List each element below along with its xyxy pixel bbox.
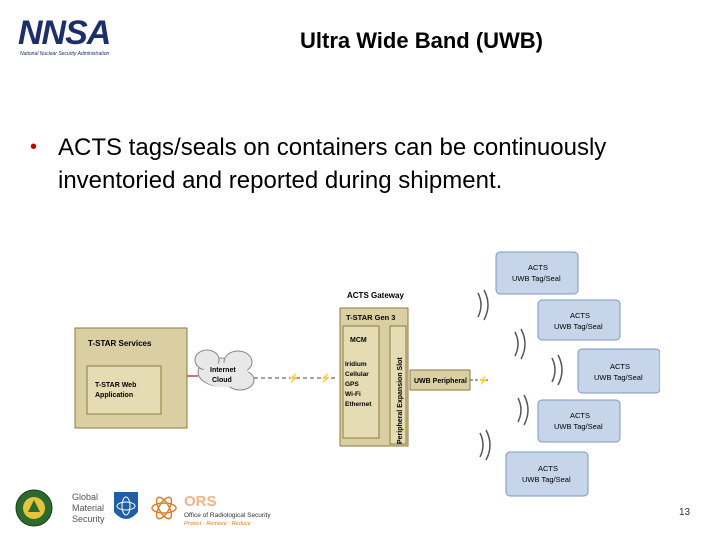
- tag-3-line2: UWB Tag/Seal: [594, 373, 643, 382]
- mcm-box: [342, 325, 380, 439]
- nnsa-logo-subtitle: National Nuclear Security Administration: [20, 51, 110, 57]
- gateway-title: ACTS Gateway: [347, 291, 404, 300]
- tag-3-line1: ACTS: [610, 362, 630, 371]
- ors-line2: Protect · Remove · Reduce: [184, 521, 251, 527]
- tstar-web-label-line2: Application: [95, 392, 133, 399]
- tag-1-line2: UWB Tag/Seal: [512, 274, 561, 283]
- gms-line2: Material: [72, 503, 104, 513]
- comm-iridium: Iridium: [345, 361, 367, 368]
- tag-4-line1: ACTS: [570, 411, 590, 420]
- ors-word: ORS: [184, 493, 217, 510]
- slide-title: Ultra Wide Band (UWB): [300, 28, 544, 53]
- link-icon-2: ⚡: [320, 372, 331, 384]
- gms-line3: Security: [72, 514, 105, 524]
- internet-cloud-icon: [194, 349, 255, 391]
- tag-1-line1: ACTS: [528, 263, 548, 272]
- comm-ethernet: Ethernet: [345, 401, 372, 408]
- tag-2-line1: ACTS: [570, 311, 590, 320]
- comm-wifi: Wi-Fi: [345, 391, 361, 398]
- page-number: 13: [679, 507, 691, 518]
- tstar-web-label-line1: T-STAR Web: [95, 382, 136, 389]
- footer-logos: Global Material Security ORS Office of R…: [15, 489, 271, 527]
- tag-4-line2: UWB Tag/Seal: [554, 422, 603, 431]
- gen3-label: T-STAR Gen 3: [346, 313, 395, 322]
- bullet-text: ACTS tags/seals on containers can be con…: [58, 134, 607, 194]
- expansion-slot-box: [389, 325, 407, 445]
- internet-label-line1: Internet: [210, 367, 236, 374]
- uwb-diagram: T-STAR Services T-STAR Web Application I…: [74, 251, 660, 497]
- link-icon-1: ⚡: [288, 372, 299, 384]
- comm-gps: GPS: [345, 381, 359, 388]
- nnsa-logo-word: NNSA: [18, 14, 111, 52]
- nnsa-logo: NNSA National Nuclear Security Administr…: [18, 16, 158, 60]
- tag-5: ACTS UWB Tag/Seal: [505, 451, 589, 497]
- radio-waves-icon: [477, 289, 563, 461]
- ors-line1: Office of Radiological Security: [184, 512, 271, 519]
- comm-cellular: Cellular: [345, 371, 369, 378]
- tstar-services-label: T-STAR Services: [88, 339, 152, 348]
- ors-atom-icon: [151, 496, 177, 520]
- tag-4: ACTS UWB Tag/Seal: [537, 399, 621, 443]
- tstar-web-box: [86, 365, 162, 415]
- mcm-label: MCM: [350, 337, 367, 344]
- internet-label-line2: Cloud: [212, 377, 232, 384]
- doe-seal-icon: [15, 489, 53, 527]
- tag-5-line1: ACTS: [538, 464, 558, 473]
- gms-atom-shield-icon: [114, 492, 138, 519]
- tag-3: ACTS UWB Tag/Seal: [577, 348, 660, 394]
- tag-2-line2: UWB Tag/Seal: [554, 322, 603, 331]
- tag-1: ACTS UWB Tag/Seal: [495, 251, 579, 295]
- tag-5-line2: UWB Tag/Seal: [522, 475, 571, 484]
- bullet-dot-icon: •: [30, 136, 38, 158]
- uwb-peripheral-label: UWB Peripheral: [414, 378, 467, 385]
- tag-2: ACTS UWB Tag/Seal: [537, 299, 621, 341]
- gms-line1: Global: [72, 492, 98, 502]
- expansion-slot-label: Peripheral Expansion Slot: [397, 357, 404, 444]
- peripheral-link-icon: ⚡: [478, 375, 488, 385]
